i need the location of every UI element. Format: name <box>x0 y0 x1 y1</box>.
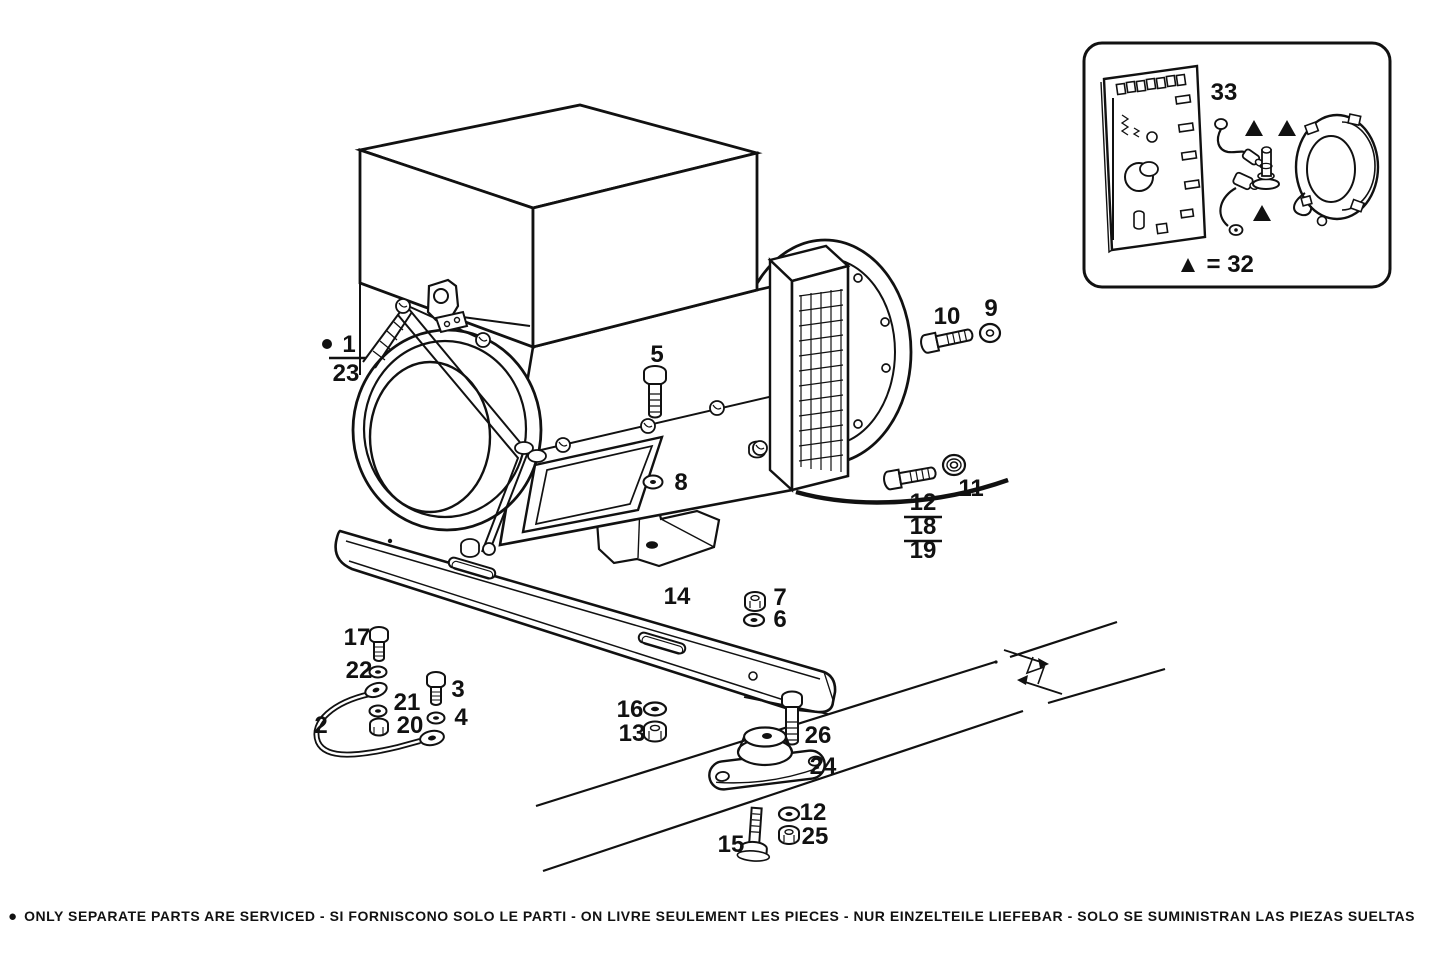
plate-slot <box>447 556 497 580</box>
part-9-washer <box>978 322 1002 344</box>
part-callout-5: 5 <box>650 341 663 368</box>
legend-bullet: ● <box>8 908 18 925</box>
rear-grille-panel <box>748 244 851 493</box>
part-callout-19: 19 <box>910 537 937 564</box>
part-6-washer <box>742 612 766 628</box>
part-callout-7: 7 <box>773 584 786 611</box>
frame-screws <box>395 298 547 558</box>
part-callout-17: 17 <box>344 624 371 651</box>
part-24-vibration-mount <box>708 749 826 791</box>
terminal-box <box>354 103 763 375</box>
part-callout-26: 26 <box>805 722 832 749</box>
part-callout-11: 11 <box>958 475 983 502</box>
vent-grille <box>798 289 844 472</box>
sensor-wire-upper <box>1214 118 1264 167</box>
inset-panel <box>1082 41 1392 289</box>
part-callout-10: 10 <box>934 303 961 330</box>
legend-text: ONLY SEPARATE PARTS ARE SERVICED - SI FO… <box>24 908 1416 924</box>
base-plate <box>334 529 837 715</box>
terminal-stud <box>1252 146 1280 190</box>
part-10-bolt <box>920 328 974 354</box>
part-12b-washer <box>777 806 801 822</box>
part-callout-32: ▲ = 32 <box>1176 251 1254 278</box>
part-5-bolt <box>643 365 667 419</box>
part-callout-4: 4 <box>454 704 468 731</box>
footer-legend: ● ONLY SEPARATE PARTS ARE SERVICED - SI F… <box>8 908 1444 925</box>
part-12-18-19-bolt <box>883 466 937 491</box>
part-8-screw <box>642 474 664 490</box>
part-callout-21: 21 <box>394 689 421 716</box>
part-4-washer <box>426 711 446 725</box>
part-callout-8: 8 <box>674 469 687 496</box>
part-callout-12b: 12 <box>800 799 827 826</box>
part-22-washer <box>368 665 388 679</box>
part-callout-15: 15 <box>718 831 745 858</box>
brush-holder <box>1293 113 1380 227</box>
part-20-nut <box>369 717 389 737</box>
part-26-bolt <box>781 690 803 746</box>
band-screws <box>555 400 768 456</box>
part-callout-25: 25 <box>802 823 829 850</box>
plate-slot <box>637 631 687 655</box>
break-mark <box>994 649 1063 695</box>
part-16-washer <box>642 701 668 717</box>
access-hatch <box>521 435 664 534</box>
part-7-nut <box>744 591 766 612</box>
part-callout-18: 18 <box>910 513 937 540</box>
part-callout-14: 14 <box>664 583 691 610</box>
part-15-bolt <box>736 806 771 862</box>
part-2-ground-strap <box>313 681 445 758</box>
lifting-bracket <box>426 278 469 334</box>
part-callout-9: 9 <box>984 295 997 322</box>
part-callout-22: 22 <box>346 657 373 684</box>
serviced-part-dot <box>322 339 332 349</box>
part-13-nut <box>643 720 667 743</box>
part-callout-33: 33 <box>1211 79 1238 106</box>
part-callout-13: 13 <box>619 720 646 747</box>
part-24-dome <box>736 726 794 767</box>
front-bell <box>351 278 547 558</box>
part-callout-20: 20 <box>397 712 424 739</box>
part-21-washer <box>368 704 388 718</box>
part-callout-16: 16 <box>617 696 644 723</box>
part-callout-1: 1 <box>342 331 355 358</box>
fraction-bars <box>329 356 942 543</box>
part-callout-2: 2 <box>314 712 327 739</box>
triangle-markers <box>1245 120 1296 221</box>
part-11-washer <box>941 453 967 477</box>
part-callout-3: 3 <box>451 676 464 703</box>
part-17-bolt <box>369 626 389 662</box>
part-callout-24: 24 <box>810 753 837 780</box>
part-25-nut <box>778 825 800 845</box>
part-callout-12: 12 <box>910 489 937 516</box>
part-callout-6: 6 <box>773 606 786 633</box>
part-3-bolt <box>426 671 446 706</box>
part-callout-23: 23 <box>333 360 360 387</box>
regulator-board <box>1100 64 1207 254</box>
